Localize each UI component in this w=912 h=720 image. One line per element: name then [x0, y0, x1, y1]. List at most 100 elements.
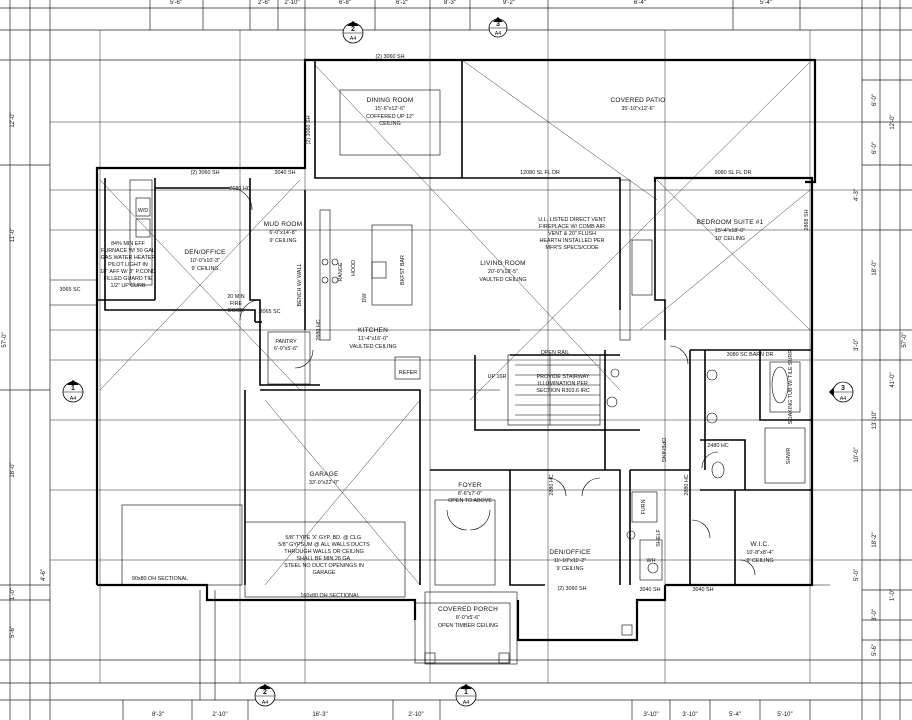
- garage-fire-note-4: SHALL BE MIN 26 GA.: [296, 556, 351, 562]
- garage-fire-note-6: GARAGE: [312, 570, 335, 576]
- dining-room-note2: CEILING: [379, 121, 401, 127]
- dim-right-12: 5'-0": [854, 569, 860, 581]
- fireplace-note-3: VENT & 20" FLUSH: [548, 231, 596, 237]
- dim-right-7: 3'-0": [854, 339, 860, 351]
- door-2880-den: 2880 HC: [549, 474, 555, 495]
- door-2880-bath: 2880 HC: [684, 474, 690, 495]
- bubble-3-number: 3: [841, 385, 845, 392]
- dim-left-4: 18'-0": [10, 462, 16, 477]
- living-room-note: VAULTED CEILING: [479, 277, 526, 283]
- door-3080-barn: 3080 SC BARN DR: [727, 352, 774, 358]
- bubble-2-sheet: A4: [495, 31, 502, 37]
- foyer-note: OPEN TO ABOVE: [448, 498, 492, 504]
- window-2-3060-side: (2) 3060 SH: [306, 115, 312, 144]
- dim-left-7: 5'-6": [10, 626, 16, 638]
- section-bubble-left: 1 A4: [62, 380, 84, 403]
- dim-bottom-4: 2'-10": [408, 712, 423, 718]
- section-bubble-bottom-left: 2 A4: [254, 684, 276, 707]
- furnace-note-3: GAS WATER HEATER: [101, 255, 156, 261]
- room-labels: DINING ROOM 15'-6"x12'-6" COFFERED UP 12…: [184, 97, 773, 629]
- dining-room-note1: COFFERED UP 12": [366, 114, 414, 120]
- dim-top-9: 5'-4": [760, 0, 772, 6]
- bedroom-size: 15'-4"x18'-0": [715, 228, 745, 234]
- furnace-label: FURN: [641, 499, 647, 514]
- garage-name: GARAGE: [309, 471, 338, 478]
- refer-label: REFER: [399, 370, 417, 376]
- bubble-4-sheet: A4: [262, 700, 269, 706]
- window-3040-mud: 3040 SH: [275, 170, 296, 176]
- breakfast-bar-label: BKFST BAR: [400, 255, 406, 285]
- bubble-3-sheet: A4: [840, 396, 847, 402]
- den-bottom-note: 9' CEILING: [556, 566, 583, 572]
- fireplace-note-5: MFR'S SPECS/CODE: [545, 245, 599, 251]
- door-9080-slider: 9080 SL FL DR: [715, 170, 752, 176]
- garage-door-left: 90x80 OH SECTIONAL: [132, 576, 188, 582]
- dim-top-4: 6'-8": [339, 0, 351, 6]
- furnace-note-4: PILOT LIGHT IN: [108, 262, 148, 268]
- fireplace-note-1: U.L. LISTED DIRECT VENT: [538, 217, 606, 223]
- garage-fire-note-3: THROUGH WALLS OR CEILING: [284, 549, 363, 555]
- wd-label: W/D: [138, 208, 149, 214]
- fire-door-note-1: 20 MIN: [227, 294, 244, 300]
- section-bubble-bottom-mid: 1 A4: [455, 684, 477, 707]
- bubble-1-sheet: A4: [350, 36, 357, 42]
- shower-label: SHWR: [786, 448, 792, 465]
- garage-fire-note-1: 5/8" TYPE 'X' GYP. BD. @ CLG.: [285, 535, 362, 541]
- dim-right-3: 6'-0": [872, 142, 878, 154]
- dining-room-size: 15'-6"x12'-6": [375, 106, 405, 112]
- dim-right-11: 18'-2": [872, 532, 878, 547]
- furnace-note-1: 84% MIN EFF: [111, 241, 146, 247]
- plan-notes: U.L. LISTED DIRECT VENT FIREPLACE W/ COM…: [100, 208, 794, 576]
- dim-left-6: 1'-0": [10, 588, 16, 600]
- dim-top-1: 5'-6": [170, 0, 182, 6]
- doors: [229, 187, 756, 576]
- dim-left-3: 57'-0": [2, 332, 8, 347]
- dim-right-5: 18'-0": [872, 260, 878, 275]
- bubble-6-sheet: A4: [463, 700, 470, 706]
- bubble-2-number: 3: [496, 21, 500, 28]
- garage-size: 33'-0"x22'-0": [309, 480, 339, 486]
- left-dimensions: 12'-0" 11'-0" 57'-0" 18'-0" 4'-6" 1'-0" …: [2, 112, 47, 638]
- bubble-1-number: 2: [351, 26, 355, 33]
- bubble-5-number: 1: [71, 385, 75, 392]
- dim-bottom-6: 3'-10": [682, 712, 697, 718]
- furnace-note-7: 1/2" UP CURB: [110, 283, 145, 289]
- window-2-3060-dining: (2) 3060 SH: [375, 54, 404, 60]
- foyer-name: FOYER: [458, 482, 481, 489]
- tub-label: SOAKING TUB W/ TILE SURR: [788, 350, 794, 424]
- window-2-3060-den-bottom: (2) 3060 SH: [557, 586, 586, 592]
- hood-label: HOOD: [351, 260, 357, 276]
- furnace-note-2: FURNACE W/ 50 GAL: [101, 248, 155, 254]
- porch-size: 8'-0"x5'-6": [456, 615, 480, 621]
- den-top-size: 10'-0"x10'-3": [190, 258, 220, 264]
- interior-walls: [97, 60, 812, 586]
- door-2680-pantry: 2680 HC: [316, 319, 322, 340]
- door-2480-wc: 2480 HC: [707, 443, 728, 449]
- roof-lines: [99, 59, 811, 586]
- exterior-walls: [95, 58, 817, 642]
- patio-size: 35'-10"x12'-6": [621, 106, 654, 112]
- shelf-label: SHELF: [656, 529, 662, 547]
- bench-label: BENCH W/ WALL: [297, 264, 303, 307]
- furnace-note-6: FILLED GUARD TIE: [103, 276, 152, 282]
- bubble-4-number: 2: [263, 689, 267, 696]
- section-callouts: 2 A4 3 A4 3 A4 2 A4 1: [62, 17, 854, 707]
- pantry-name: PANTRY: [275, 339, 297, 345]
- window-3065-pantry: 3065 SC: [260, 309, 281, 315]
- garage-fire-note-2: 5/8" GYPSUM @ ALL WALLS DUCTS: [278, 542, 370, 548]
- dw-label: DW: [362, 293, 368, 303]
- dim-top-2: 2'-6": [258, 0, 270, 6]
- dim-bottom-5: 3'-10": [643, 712, 658, 718]
- dim-right-14: 3'-0": [872, 609, 878, 621]
- door-12080-slider: 12080 SL FL DR: [520, 170, 560, 176]
- dim-top-5: 6'-2": [396, 0, 408, 6]
- garage-door-right: 160x80 OH SECTIONAL: [300, 593, 359, 599]
- den-bottom-name: DEN/OFFICE: [549, 549, 591, 556]
- dim-bottom-3: 16'-3": [312, 712, 327, 718]
- window-3065-den: 3065 SC: [60, 287, 81, 293]
- stair: [515, 355, 600, 425]
- wic-name: W.I.C.: [751, 541, 770, 548]
- garage-fire-note-5: STEEL NO DUCT OPENINGS IN: [284, 563, 364, 569]
- range-label: RANGE: [338, 262, 344, 282]
